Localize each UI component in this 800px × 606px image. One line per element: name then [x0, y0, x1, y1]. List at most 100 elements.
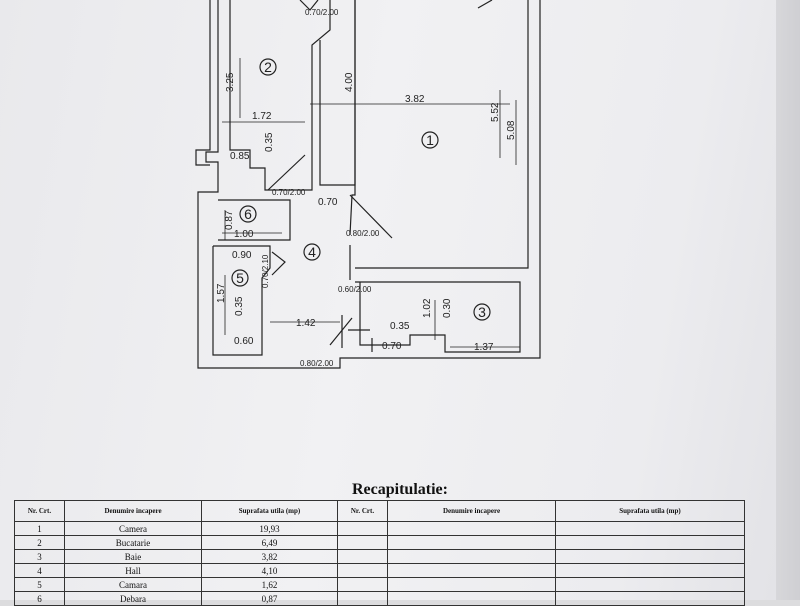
row-name: Camera — [64, 521, 202, 536]
room3-circle — [473, 303, 491, 321]
door-room1-top-swing — [477, 0, 493, 9]
empty-cell — [555, 535, 745, 550]
empty-cell — [555, 591, 745, 606]
row-nr: 5 — [14, 577, 65, 592]
header-suprafata-2: Suprafata utila (mp) — [555, 500, 745, 522]
row-name: Hall — [64, 563, 202, 578]
row-area: 1,62 — [201, 577, 338, 592]
room-number-4: 4 — [308, 244, 316, 260]
door-room1-swing — [349, 194, 393, 239]
dim-label-060: 0.60 — [234, 336, 254, 347]
empty-cell — [387, 521, 556, 536]
room1-wall-left — [349, 0, 356, 236]
dim-label-400: 4.00 — [344, 72, 355, 92]
room3-outline — [355, 281, 521, 353]
dim-label-085: 0.85 — [230, 151, 250, 162]
row-name: Camara — [64, 577, 202, 592]
table-row: 6 Debara 0,87 — [14, 591, 745, 606]
dim-label-070-bottom: 0.70 — [382, 341, 402, 352]
kitchen-wall — [229, 0, 331, 191]
room5-outline — [212, 245, 271, 356]
room-number-2: 2 — [264, 59, 272, 75]
row-area: 0,87 — [201, 591, 338, 606]
empty-cell — [387, 591, 556, 606]
header-denumire: Denumire incapere — [64, 500, 202, 522]
dim-label-552: 5.52 — [490, 102, 501, 122]
row-nr: 1 — [14, 521, 65, 536]
empty-cell — [387, 577, 556, 592]
empty-cell — [337, 563, 388, 578]
outer-wall — [197, 0, 541, 369]
empty-cell — [337, 549, 388, 564]
room4-circle — [303, 243, 321, 261]
room-number-5: 5 — [236, 270, 244, 286]
room-number-1: 1 — [426, 132, 434, 148]
header-nr-crt: Nr. Crt. — [14, 500, 65, 522]
header-nr-crt-2: Nr. Crt. — [337, 500, 388, 522]
paper-edge — [776, 0, 800, 600]
floor-plan: 2 1 3 4 5 6 0.70/2.00 0.70/2.00 0.80/2.0… — [195, 0, 541, 369]
recap-title: Recapitulatie: — [352, 481, 448, 498]
room2-circle — [259, 58, 277, 76]
row-name: Baie — [64, 549, 202, 564]
empty-cell — [337, 577, 388, 592]
table-row: 1 Camera 19,93 — [14, 521, 745, 536]
door-entry-swing — [329, 317, 353, 346]
dim-label-070-hall: 0.70 — [318, 197, 338, 208]
dim-label-035-top: 0.35 — [264, 132, 275, 152]
room1-wall-bottom — [355, 0, 529, 269]
dim-label-035-low: 0.35 — [390, 321, 410, 332]
room5-circle — [231, 269, 249, 287]
empty-cell — [337, 535, 388, 550]
outer-wall-inner — [195, 0, 211, 166]
header-suprafata: Suprafata utila (mp) — [201, 500, 338, 522]
dim-label-030: 0.30 — [442, 298, 453, 318]
room-number-3: 3 — [478, 304, 486, 320]
door-label-entry: 0.80/2.00 — [300, 359, 334, 368]
room6-outline — [218, 199, 291, 241]
row-nr: 3 — [14, 549, 65, 564]
dim-label-087: 0.87 — [224, 210, 235, 230]
empty-cell — [387, 563, 556, 578]
row-name: Bucatarie — [64, 535, 202, 550]
dim-label-508: 5.08 — [506, 120, 517, 140]
room1-circle — [421, 131, 439, 149]
dim-label-382: 3.82 — [405, 94, 425, 105]
table-row: 4 Hall 4,10 — [14, 563, 745, 578]
dim-label-102: 1.02 — [422, 298, 433, 318]
dim-label-142: 1.42 — [296, 318, 316, 329]
row-nr: 4 — [14, 563, 65, 578]
recap-header-row: Nr. Crt. Denumire incapere Suprafata uti… — [14, 500, 745, 522]
door-label-room1: 0.80/2.00 — [346, 229, 380, 238]
dim-label-172: 1.72 — [252, 111, 272, 122]
empty-cell — [555, 521, 745, 536]
dim-label-137: 1.37 — [474, 342, 494, 353]
empty-cell — [387, 549, 556, 564]
empty-cell — [387, 535, 556, 550]
table-row: 5 Camara 1,62 — [14, 577, 745, 592]
table-row: 2 Bucatarie 6,49 — [14, 535, 745, 550]
row-area: 4,10 — [201, 563, 338, 578]
dim-label-100: 1.00 — [234, 229, 254, 240]
door-label-kitchen: 0.70/2.00 — [272, 188, 306, 197]
door-label-bath: 0.70/2.10 — [261, 254, 270, 288]
row-name: Debara — [64, 591, 202, 606]
dim-label-090: 0.90 — [232, 250, 252, 261]
dim-label-157: 1.57 — [216, 283, 227, 303]
door-label-room3: 0.60/2.00 — [338, 285, 372, 294]
row-area: 3,82 — [201, 549, 338, 564]
empty-cell — [555, 577, 745, 592]
door-label-top: 0.70/2.00 — [305, 8, 339, 17]
row-area: 19,93 — [201, 521, 338, 536]
row-nr: 2 — [14, 535, 65, 550]
empty-cell — [337, 591, 388, 606]
door-kitchen-swing — [267, 154, 306, 191]
door-bath-swing — [271, 251, 286, 276]
empty-cell — [555, 563, 745, 578]
room6-circle — [239, 205, 257, 223]
room-number-6: 6 — [244, 206, 252, 222]
empty-cell — [555, 549, 745, 564]
dim-label-325: 3.25 — [225, 72, 236, 92]
row-nr: 6 — [14, 591, 65, 606]
empty-cell — [337, 521, 388, 536]
